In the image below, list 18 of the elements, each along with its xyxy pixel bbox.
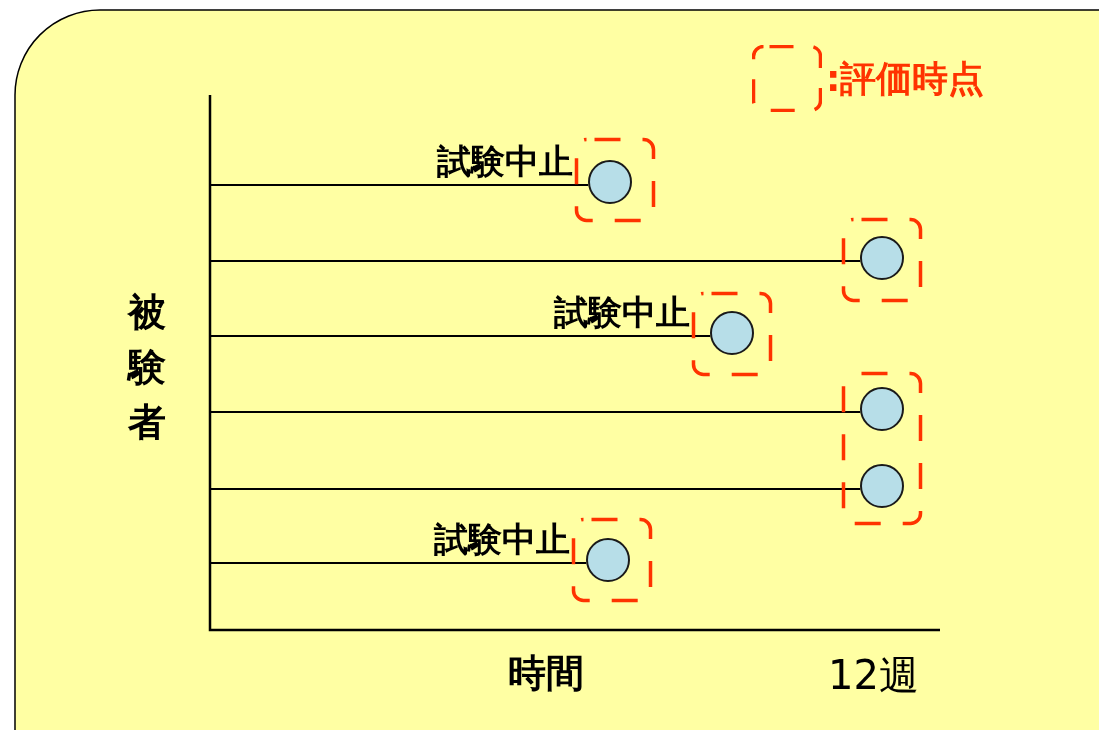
- legend-text: :評価時点: [826, 57, 985, 101]
- tick-label: 12週: [828, 651, 919, 700]
- axis-title: 被験者: [128, 289, 166, 447]
- subject-timeline: [209, 562, 588, 564]
- axis-title: 時間: [508, 650, 584, 697]
- evaluation-frame: [842, 372, 922, 525]
- evaluation-frame: [575, 138, 655, 222]
- evaluation-frame: [572, 518, 652, 602]
- subject-timeline: [209, 184, 590, 186]
- stop-label: 試験中止: [437, 141, 573, 181]
- subject-timeline: [209, 260, 862, 262]
- subject-timeline: [209, 488, 862, 490]
- evaluation-frame: [692, 292, 772, 376]
- stop-label: 試験中止: [434, 519, 570, 559]
- evaluation-frame: [842, 218, 922, 302]
- subject-timeline: [209, 335, 712, 337]
- subject-timeline: [209, 411, 862, 413]
- stop-label: 試験中止: [554, 292, 690, 332]
